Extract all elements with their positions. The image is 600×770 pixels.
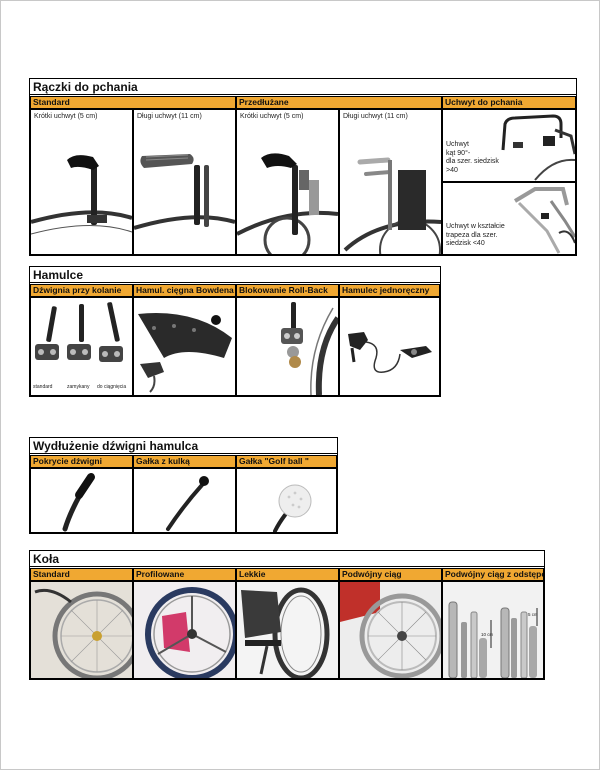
- wheel-standard-cell: [30, 581, 133, 679]
- long-handle-extended-cell: Długi uchwyt (11 cm): [339, 109, 442, 255]
- header-one-hand-brake: Hamulec jednoręczny: [339, 284, 440, 297]
- angle-push-bar-cell: Uchwyt kąt 90°- dla szer. siedzisk >40: [442, 109, 576, 182]
- dimension-label-10cm: 10 cm: [481, 632, 494, 637]
- header-push-bar: Uchwyt do pchania: [442, 96, 576, 109]
- header-wheel-double: Podwójny ciąg: [339, 568, 442, 581]
- wheel-profiled-image: [134, 582, 235, 678]
- wheel-double-spaced-cell: 10 cm 5 cm: [442, 581, 544, 679]
- caption: Długi uchwyt (11 cm): [343, 113, 408, 120]
- header-wheel-profiled: Profilowane: [133, 568, 236, 581]
- bowden-brake-cell: [133, 297, 236, 396]
- header-wheel-light: Lekkie: [236, 568, 339, 581]
- lever-cover-image: [62, 473, 95, 532]
- push-handles-title: Rączki do pchania: [30, 79, 576, 95]
- short-extended-handle-image: [237, 153, 338, 254]
- header-bowden: Hamul. cięgna Bowdena: [133, 284, 236, 297]
- header-knee-lever: Dźwignia przy kolanie: [30, 284, 133, 297]
- brakes-title: Hamulce: [30, 267, 440, 283]
- brake-extension-section: Wydłużenie dźwigni hamulca Pokrycie dźwi…: [29, 437, 338, 534]
- knee-lever-cell: standard zamykany do ciągnięcia: [30, 297, 133, 396]
- caption: Krótki uchwyt (5 cm): [34, 113, 98, 120]
- wheels-section: Koła Standard Profilowane Lekkie Podwójn…: [29, 550, 545, 680]
- header-lever-cover: Pokrycie dźwigni: [30, 455, 133, 468]
- long-handle-standard-cell: Długi uchwyt (11 cm): [133, 109, 236, 255]
- wheel-double-cell: [339, 581, 442, 679]
- one-hand-brake-image: [348, 332, 432, 373]
- header-extended: Przedłużane: [236, 96, 442, 109]
- ball-knob-cell: [133, 468, 236, 533]
- knee-lever-image: [35, 302, 123, 362]
- roll-back-cell: [236, 297, 339, 396]
- push-handles-section: Rączki do pchania Standard Przedłużane U…: [29, 78, 577, 256]
- golf-ball-image: [273, 484, 312, 532]
- wheel-double-image: [340, 582, 441, 678]
- short-handle-standard-cell: Krótki uchwyt (5 cm): [30, 109, 133, 255]
- lever-label-locking: zamykany: [67, 384, 90, 390]
- short-handle-image: [31, 155, 132, 235]
- angle-bar-caption: Uchwyt kąt 90°- dla szer. siedzisk >40: [446, 141, 499, 174]
- brakes-section: Hamulce Dźwignia przy kolanie Hamul. cię…: [29, 266, 441, 397]
- long-handle-image: [134, 154, 235, 230]
- long-extended-handle-image: [343, 157, 441, 254]
- ball-knob-image: [166, 476, 209, 531]
- lever-label-pull: do ciągnięcia: [97, 384, 127, 390]
- trapeze-push-bar-cell: Uchwyt w kształcie trapeza dla szer. sie…: [442, 182, 576, 255]
- header-wheel-standard: Standard: [30, 568, 133, 581]
- one-hand-brake-cell: [339, 297, 440, 396]
- wheel-light-cell: [236, 581, 339, 679]
- header-roll-back: Blokowanie Roll-Back: [236, 284, 339, 297]
- lever-cover-cell: [30, 468, 133, 533]
- wheel-profiled-cell: [133, 581, 236, 679]
- short-handle-extended-cell: Krótki uchwyt (5 cm): [236, 109, 339, 255]
- wheels-title: Koła: [30, 551, 544, 567]
- angle-bar-image: [501, 114, 575, 181]
- caption: Długi uchwyt (11 cm): [137, 113, 202, 120]
- caption: Krótki uchwyt (5 cm): [240, 113, 304, 120]
- wheel-light-image: [237, 582, 338, 678]
- header-golf-ball: Gałka "Golf ball ": [236, 455, 337, 468]
- header-standard: Standard: [30, 96, 236, 109]
- wheel-double-spaced-image: [443, 582, 543, 678]
- trapeze-bar-caption: Uchwyt w kształcie trapeza dla szer. sie…: [446, 223, 505, 247]
- lever-label-standard: standard: [33, 384, 53, 390]
- header-ball-knob: Gałka z kulką: [133, 455, 236, 468]
- header-wheel-double-spaced: Podwójny ciąg z odstępem: [442, 568, 544, 581]
- trapeze-bar-image: [513, 187, 575, 254]
- brake-extension-title: Wydłużenie dźwigni hamulca: [30, 438, 337, 454]
- golf-ball-cell: [236, 468, 337, 533]
- dimension-label-5cm: 5 cm: [528, 612, 538, 617]
- wheel-standard-image: [31, 582, 132, 678]
- roll-back-image: [281, 302, 338, 395]
- bowden-brake-image: [138, 313, 232, 393]
